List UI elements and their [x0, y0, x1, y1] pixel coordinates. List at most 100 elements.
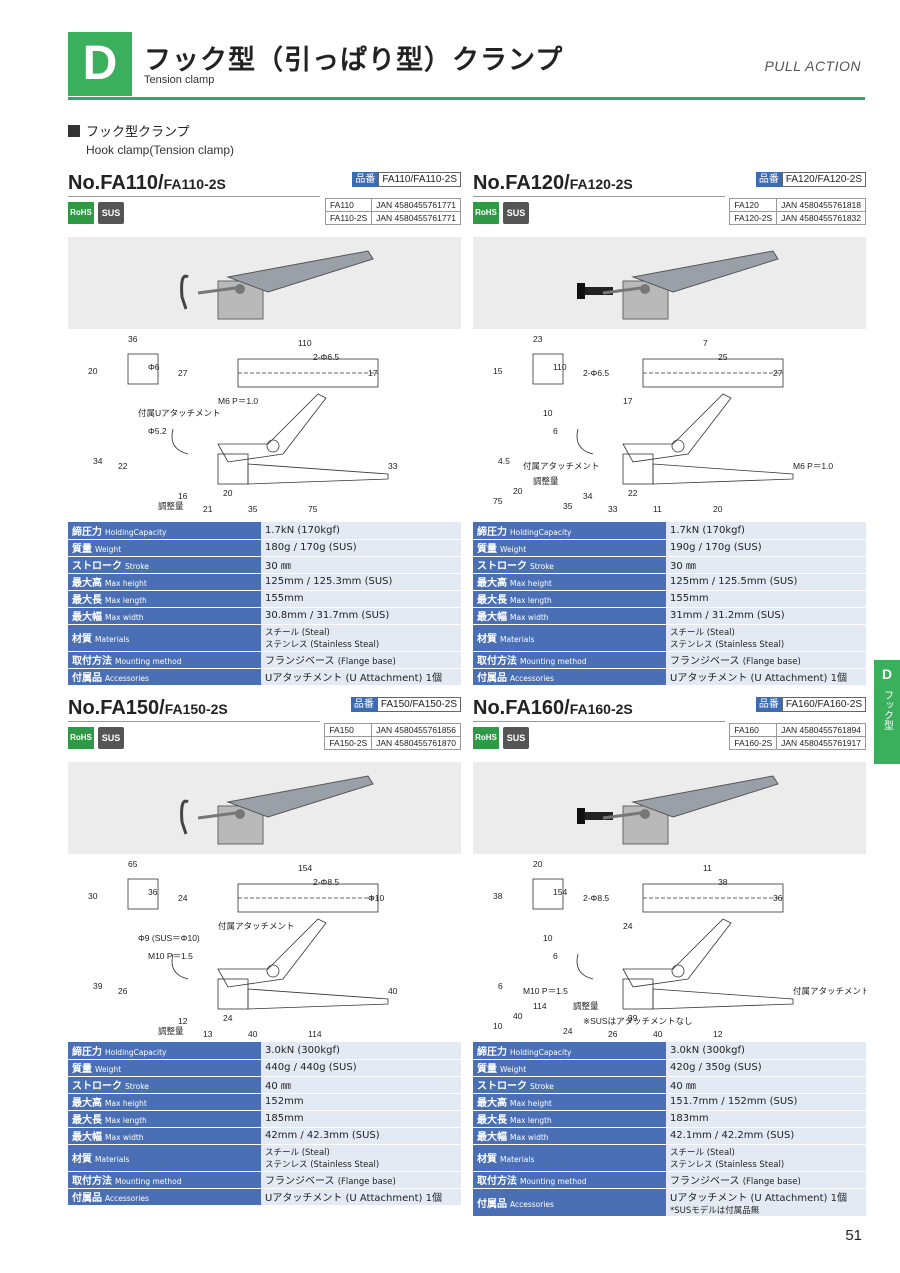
dimension-label: M10 P＝1.5 — [148, 951, 193, 961]
spec-value: 42.1mm / 42.2mm (SUS) — [670, 1130, 795, 1141]
spec-value: 125mm / 125.3mm (SUS) — [265, 576, 393, 587]
spec-value-cell: 30 ㎜ — [261, 556, 461, 574]
dimension-label: 27 — [178, 368, 188, 378]
jan-model: FA150 — [324, 723, 373, 737]
jan-model: FA110-2S — [324, 211, 373, 225]
spec-value-cell: 440g / 440g (SUS) — [261, 1059, 461, 1077]
spec-value-cell: 30 ㎜ — [666, 556, 866, 574]
jan-model: FA160 — [729, 723, 778, 737]
spec-key-en: Accessories — [510, 674, 554, 683]
dimension-label: 20 — [713, 504, 723, 514]
spec-value: 40 ㎜ — [265, 1081, 291, 1092]
spec-value-cell: 180g / 170g (SUS) — [261, 539, 461, 557]
spec-value-cell: スチール (Steal)ステンレス (Stainless Steal) — [666, 1144, 866, 1172]
product-photo — [68, 237, 461, 329]
spec-key-en: Accessories — [105, 674, 149, 683]
spec-key-jp: ストローク — [72, 1081, 122, 1092]
product-number: No.FA160/ — [473, 697, 570, 719]
page-title: フック型（引っぱり型）クランプ — [144, 45, 564, 76]
material-steel: スチール (Steal) — [265, 1147, 330, 1158]
spec-key-en: Weight — [500, 1065, 527, 1074]
spec-key-jp: 付属品 — [72, 673, 102, 684]
dimension-label: Φ6 — [148, 362, 160, 372]
spec-value: 180g / 170g (SUS) — [265, 542, 357, 553]
product-number: No.FA120/ — [473, 172, 570, 194]
jan-code: JAN 4580455761917 — [776, 736, 866, 750]
spec-key-jp: 最大高 — [72, 1098, 102, 1109]
chapter-side-tab[interactable]: D フック型 — [874, 660, 900, 764]
dimension-label: 75 — [308, 504, 318, 514]
spec-key-en: Materials — [95, 1155, 130, 1164]
dimension-label: 22 — [118, 461, 128, 471]
spec-value: 30 ㎜ — [265, 561, 291, 572]
jan-code: JAN 4580455761818 — [776, 198, 866, 212]
spec-key-jp: 最大高 — [477, 578, 507, 589]
spec-key-jp: 質量 — [72, 544, 92, 555]
section-title-en: Hook clamp(Tension clamp) — [86, 143, 235, 157]
spec-value: 151.7mm / 152mm (SUS) — [670, 1096, 798, 1107]
spec-key-en: Materials — [95, 635, 130, 644]
dimension-label: 2-Φ6.5 — [313, 352, 339, 362]
spec-key-jp: 最大高 — [72, 578, 102, 589]
spec-key-jp: 締圧力 — [72, 526, 102, 538]
spec-value-cell: 125mm / 125.5mm (SUS) — [666, 573, 866, 591]
spec-value-cell: 31mm / 31.2mm (SUS) — [666, 607, 866, 625]
clamp-photo — [68, 762, 461, 854]
spec-key-en: Max width — [510, 613, 549, 622]
spec-key-en: Weight — [95, 545, 122, 554]
dimension-label: 38 — [493, 891, 503, 901]
dimension-label: 7 — [703, 338, 708, 348]
jan-model: FA110 — [324, 198, 373, 212]
spec-key-en: Max length — [105, 596, 147, 605]
spec-key-en: Mounting method — [520, 657, 587, 666]
dimension-label: 40 — [653, 1029, 663, 1039]
spec-value-cell: フランジベース (Flange base) — [261, 1171, 461, 1189]
spec-value-cell: スチール (Steal)ステンレス (Stainless Steal) — [261, 1144, 461, 1172]
section-title-jp: フック型クランプ — [86, 125, 190, 140]
spec-value-cell: 30.8mm / 31.7mm (SUS) — [261, 607, 461, 625]
spec-value-cell: 1.7kN (170kgf) — [666, 522, 866, 540]
rohs-badge-icon: RoHS — [68, 727, 94, 749]
spec-value: 185mm — [265, 1113, 304, 1124]
part-number-box: 品番 FA110/FA110-2S — [352, 172, 461, 187]
jan-model: FA120-2S — [729, 211, 778, 225]
spec-key-en: Mounting method — [115, 657, 182, 666]
jan-code: JAN 4580455761870 — [371, 736, 461, 750]
dimension-label: Φ5.2 — [148, 426, 167, 436]
part-number-box: 品番 FA120/FA120-2S — [755, 172, 866, 187]
dimension-label: 22 — [628, 488, 638, 498]
dimension-label: 39 — [628, 1013, 638, 1023]
dimension-label: 110 — [553, 362, 567, 372]
dimension-label: ※SUSはアタッチメントなし — [583, 1016, 693, 1026]
dimension-label: Φ9 (SUS＝Φ10) — [138, 933, 200, 943]
spec-key-jp: 取付方法 — [72, 656, 112, 667]
product-title: No.FA120/FA120-2S — [473, 172, 633, 195]
spec-key-jp: 締圧力 — [477, 526, 507, 538]
jan-code: JAN 4580455761856 — [371, 723, 461, 737]
